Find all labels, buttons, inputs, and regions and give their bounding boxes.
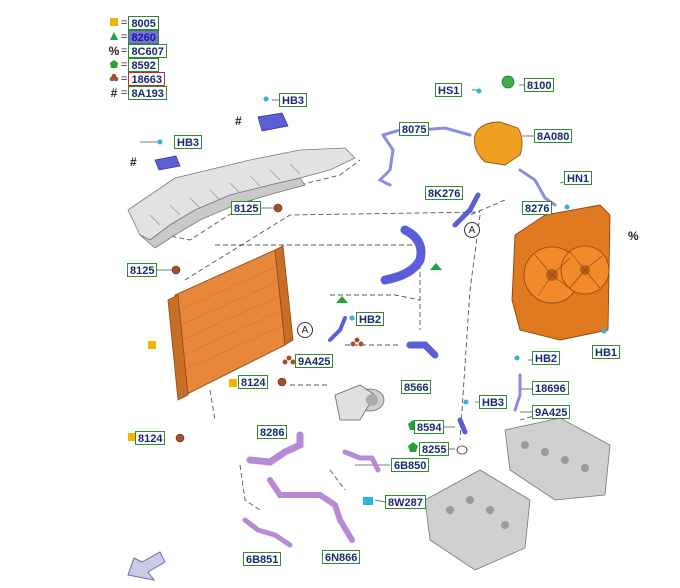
w287-connector (363, 497, 373, 505)
label-hb3-top[interactable]: HB3 (279, 93, 308, 107)
blue-bolts (157, 88, 607, 405)
club-marker-1 (282, 355, 296, 365)
reservoir-shape (474, 75, 523, 166)
label-6b850[interactable]: 6B850 (391, 458, 430, 472)
label-hn1[interactable]: HN1 (564, 171, 593, 185)
equals-sign: = (121, 17, 128, 29)
equals-sign: = (121, 31, 128, 43)
square-marker-1 (148, 341, 156, 349)
equals-sign: = (121, 73, 128, 85)
equals-sign: = (121, 87, 128, 99)
label-9a425-left[interactable]: 9A425 (295, 354, 334, 368)
label-hs1[interactable]: HS1 (435, 83, 463, 97)
label-8w287[interactable]: 8W287 (385, 495, 426, 509)
label-8a080[interactable]: 8A080 (534, 129, 573, 143)
label-8125-upper[interactable]: 8125 (231, 201, 262, 215)
label-6b851[interactable]: 6B851 (243, 552, 282, 566)
label-8286[interactable]: 8286 (257, 425, 288, 439)
label-8k276[interactable]: 8K276 (425, 186, 464, 200)
label-8276[interactable]: 8276 (522, 201, 553, 215)
legend-code[interactable]: 8A193 (128, 86, 167, 100)
cylinder-heads (424, 417, 611, 571)
triangle-marker-1 (430, 263, 442, 270)
label-8594[interactable]: 8594 (414, 420, 445, 434)
equals-sign: = (121, 45, 128, 57)
club-icon (108, 73, 120, 85)
legend-code[interactable]: 8592 (128, 58, 159, 72)
label-hb2-right[interactable]: HB2 (532, 351, 561, 365)
callout-a-upper: A (464, 222, 480, 238)
legend-code[interactable]: 8C607 (128, 44, 167, 58)
label-hb3-low[interactable]: HB3 (479, 395, 508, 409)
triangle-marker-2 (336, 296, 348, 303)
legend-code[interactable]: 8005 (128, 16, 159, 30)
legend-row: =8005 (108, 16, 159, 30)
legend-row: =18663 (108, 72, 166, 86)
label-8075[interactable]: 8075 (399, 122, 430, 136)
legend-row: #=8A193 (108, 86, 167, 100)
percent-icon: % (108, 44, 120, 58)
label-8125-lower[interactable]: 8125 (127, 263, 158, 277)
label-hb2-mid[interactable]: HB2 (356, 312, 385, 326)
label-8124-upper[interactable]: 8124 (238, 375, 269, 389)
upper-shield (127, 147, 356, 249)
pentagon-marker-2 (408, 442, 418, 452)
label-hb3-left[interactable]: HB3 (174, 135, 203, 149)
label-hb1[interactable]: HB1 (592, 345, 621, 359)
legend-code[interactable]: 18663 (128, 72, 166, 86)
square-marker-2 (229, 379, 237, 387)
square-icon (108, 17, 120, 29)
square-marker-3 (128, 433, 136, 441)
legend-row: =8592 (108, 58, 159, 72)
label-8100[interactable]: 8100 (524, 78, 555, 92)
hb3-bracket-shapes (154, 112, 289, 171)
fan-shroud-shape (511, 204, 611, 341)
percent-mark: % (628, 229, 639, 243)
label-8124-lower[interactable]: 8124 (135, 431, 166, 445)
triangle-icon (108, 31, 120, 43)
legend-code[interactable]: 8260 (128, 30, 159, 44)
label-9a425-right[interactable]: 9A425 (532, 405, 571, 419)
pentagon-icon (108, 59, 120, 71)
orientation-arrow-icon (127, 551, 166, 581)
equals-sign: = (121, 59, 128, 71)
label-18696[interactable]: 18696 (532, 381, 569, 395)
purple-hoses (242, 431, 381, 548)
hash-mark-2: # (130, 155, 137, 169)
label-8566[interactable]: 8566 (401, 380, 432, 394)
club-marker-2 (350, 337, 364, 347)
label-6n866[interactable]: 6N866 (322, 550, 361, 564)
seal-ring (456, 445, 468, 455)
legend-row: %=8C607 (108, 44, 167, 58)
hash-mark-1: # (235, 114, 242, 128)
thermostat-housing (334, 384, 385, 421)
fasteners (171, 203, 287, 443)
label-8255[interactable]: 8255 (419, 442, 450, 456)
callout-a-lower: A (297, 322, 313, 338)
hash-icon: # (110, 86, 118, 100)
radiator-shape (167, 245, 294, 401)
legend-row: =8260 (108, 30, 159, 44)
